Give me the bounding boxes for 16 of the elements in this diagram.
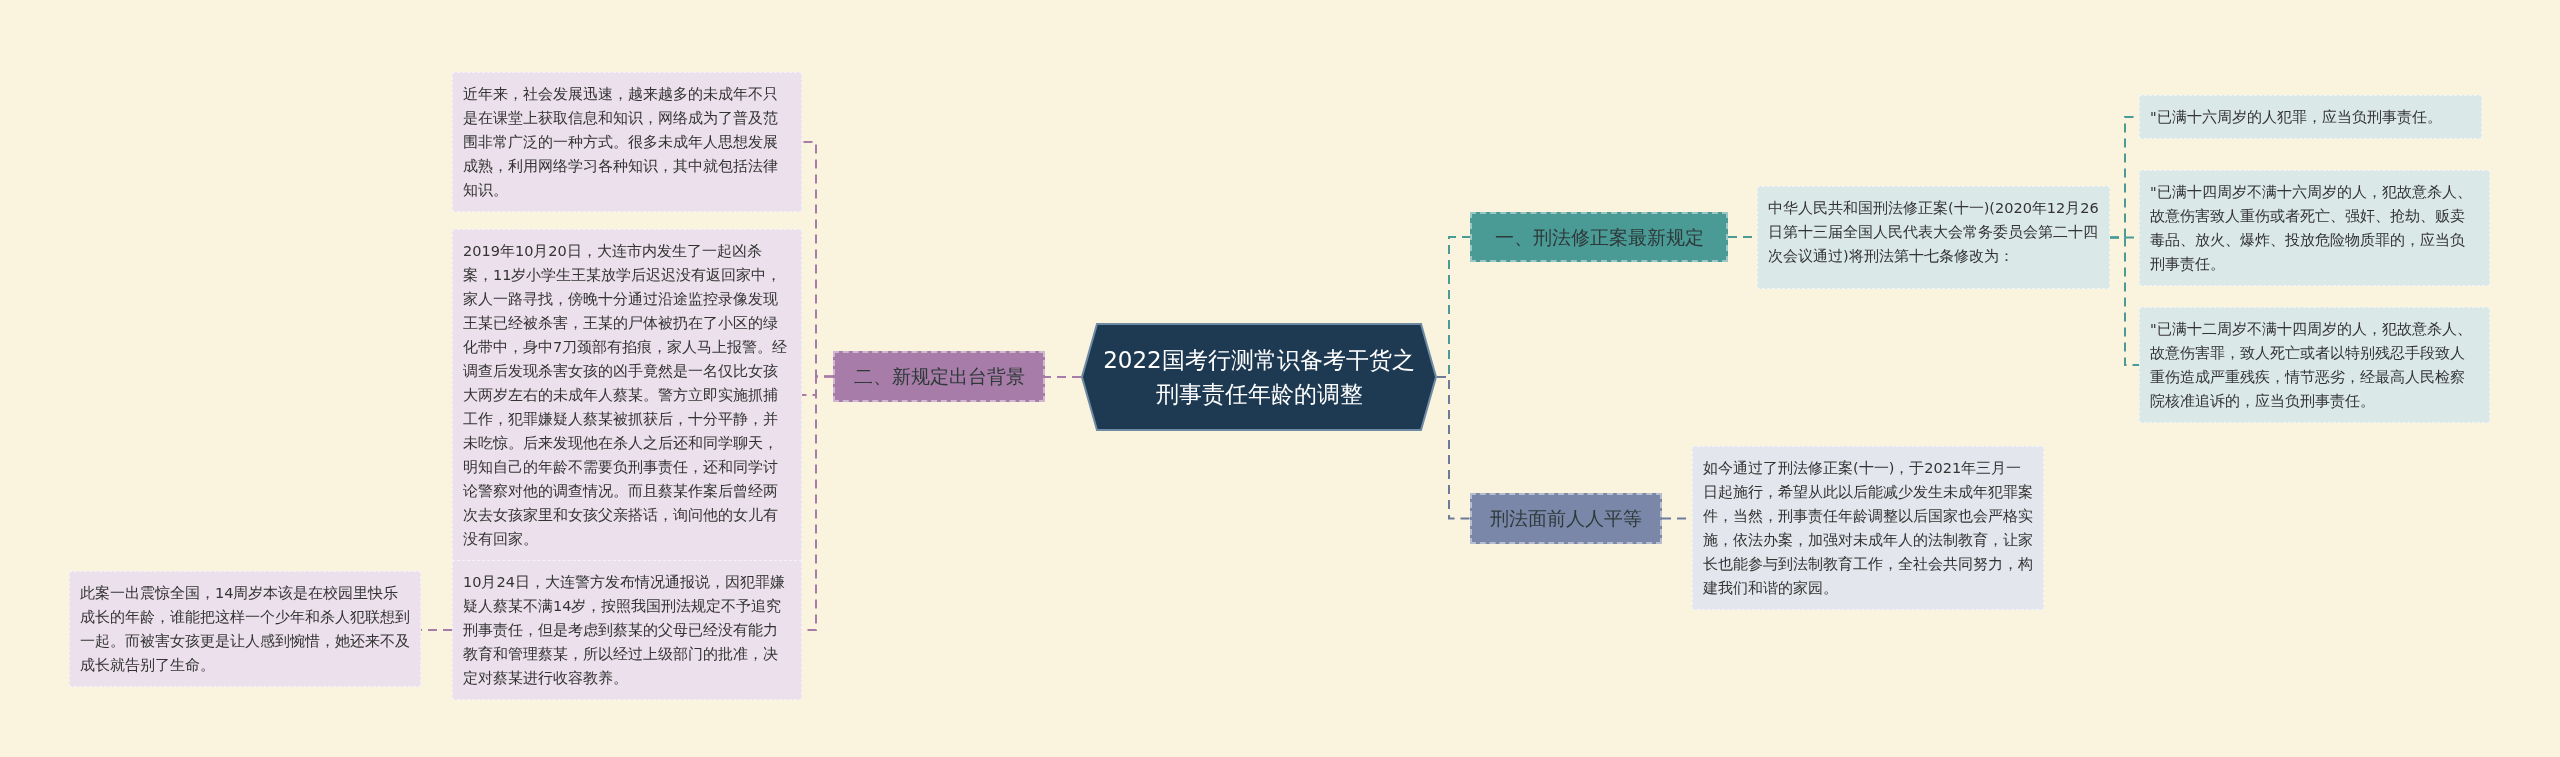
connector-line (1436, 376, 1471, 520)
title-hexagon: 2022国考行测常识备考干货之刑事责任年龄的调整 (1081, 323, 1437, 431)
connector-line (1044, 376, 1082, 378)
text-box: 近年来，社会发展迅速，越来越多的未成年不只是在课堂上获取信息和知识，网络成为了普及范围非常广泛的一种方式。很多未成年人思想发展成熟，利用网络学习各种知识，其中就包括法律知识。 (452, 72, 802, 212)
connector-line (2109, 236, 2140, 366)
topic-box: 二、新规定出台背景 (833, 351, 1045, 402)
text-box: 2019年10月20日，大连市内发生了一起凶杀案，11岁小学生王某放学后迟迟没有返回家中，家人一路寻找，傍晚十分通过沿途监控录像发现王某已经被杀害，王某的尸体被扔在了小区的绿化带中，身中7刀颈部有掐痕，家人马上报警。经调查后发现杀害女孩的凶手竟然是一名仅比女孩大两岁左右的未成年人蔡某。警方立即实施抓捕工作，犯罪嫌疑人蔡某被抓获后，十分平静，并未吃惊。后来发现他在杀人之后还和同学聊天，明知自己的年龄不需要负刑事责任，还和同学讨论警察对他的调查情况。而且蔡某作案后曾经两次去女孩家里和女孩父亲搭话，询问他的女儿有没有回家。 (452, 229, 802, 561)
topic-box: 刑法面前人人平等 (1470, 493, 1662, 544)
text-box: "已满十二周岁不满十四周岁的人，犯故意杀人、故意伤害罪，致人死亡或者以特别残忍手段致人重伤造成严重残疾，情节恶劣，经最高人民检察院核准追诉的，应当负刑事责任。 (2139, 307, 2490, 423)
text-box: 此案一出震惊全国，14周岁本该是在校园里快乐成长的年龄，谁能把这样一个少年和杀人犯联想到一起。而被害女孩更是让人感到惋惜，她还来不及成长就告别了生命。 (69, 571, 421, 687)
topic-box: 一、刑法修正案最新规定 (1470, 212, 1728, 262)
text-box: 中华人民共和国刑法修正案(十一)(2020年12月26日第十三届全国人民代表大会常务委员会第二十四次会议通过)将刑法第十七条修改为： (1757, 186, 2110, 289)
text-box: 如今通过了刑法修正案(十一)，于2021年三月一日起施行，希望从此以后能减少发生未成年犯罪案件，当然，刑事责任年龄调整以后国家也会严格实施，依法办案，加强对未成年人的法制教育，让家长也能参与到法制教育工作，全社会共同努力，构建我们和谐的家园。 (1692, 446, 2044, 610)
text-box: "已满十四周岁不满十六周岁的人，犯故意杀人、故意伤害致人重伤或者死亡、强奸、抢劫、贩卖毒品、放火、爆炸、投放危险物质罪的，应当负刑事责任。 (2139, 170, 2490, 286)
text-box: 10月24日，大连警方发布情况通报说，因犯罪嫌疑人蔡某不满14岁，按照我国刑法规定不予追究刑事责任，但是考虑到蔡某的父母已经没有能力教育和管理蔡某，所以经过上级部门的批准，决定对蔡某进行收容教养。 (452, 560, 802, 700)
text-box: "已满十六周岁的人犯罪，应当负刑事责任。 (2139, 95, 2482, 139)
